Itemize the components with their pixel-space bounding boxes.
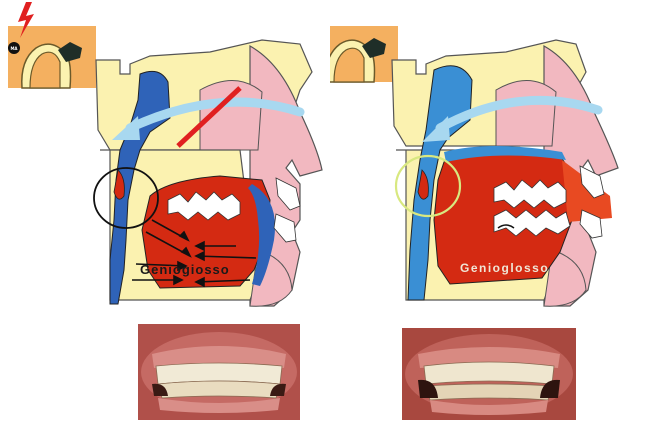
device-badge-label: MA bbox=[10, 46, 18, 51]
left-muscle-label: Geniogiosso bbox=[140, 262, 230, 277]
right-teeth-photo-image bbox=[402, 328, 576, 420]
right-teeth-photo bbox=[402, 328, 576, 420]
right-muscle-label: Genioglosso bbox=[460, 261, 549, 275]
right-device-inset: MA bbox=[330, 26, 398, 82]
left-device-inset: MA bbox=[8, 2, 96, 88]
left-teeth-photo-image bbox=[138, 324, 300, 420]
left-teeth-photo bbox=[138, 324, 300, 420]
